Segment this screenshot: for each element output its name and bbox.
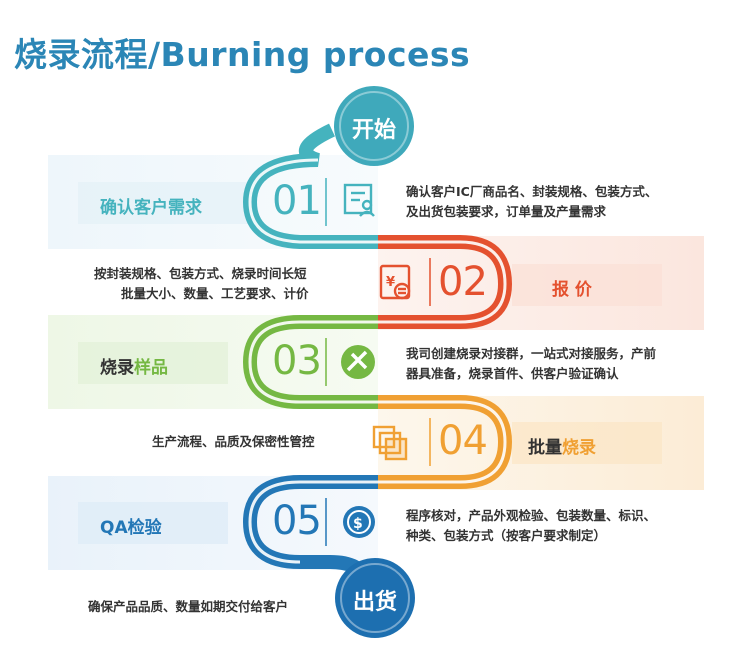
step-5-label: QA检验 bbox=[100, 518, 162, 538]
start-bubble bbox=[334, 86, 414, 166]
end-description: 确保产品品质、数量如期交付给客户 bbox=[88, 599, 289, 614]
step-5-description: 程序核对，产品外观检验、包装数量、标识、种类、包装方式（按客户要求制定） bbox=[406, 508, 657, 543]
label-box-2 bbox=[512, 264, 662, 306]
end-label: 出货 bbox=[352, 590, 397, 615]
step-4-description: 生产流程、品质及保密性管控 bbox=[152, 434, 315, 449]
step-3-description: 我司创建烧录对接群，一站式对接服务，产前器具准备，烧录首件、供客户验证确认 bbox=[406, 346, 657, 381]
step-4-label: 批量烧录 bbox=[528, 438, 596, 458]
quote-icon: ¥ bbox=[379, 264, 411, 300]
batch-icon bbox=[372, 425, 408, 461]
step-3-number: 03 bbox=[272, 338, 322, 384]
svg-text:$: $ bbox=[353, 516, 363, 532]
label-box-3 bbox=[78, 342, 228, 384]
qa-icon: $ bbox=[343, 506, 375, 538]
requirement-icon bbox=[343, 183, 375, 217]
step-1-description: 确认客户IC厂商品名、封装规格、包装方式、及出货包装要求，订单量及产量需求 bbox=[406, 184, 658, 219]
step-1-number: 01 bbox=[272, 178, 322, 224]
page-title: 烧录流程/Burning process bbox=[14, 35, 471, 74]
step-1-label: 确认客户需求 bbox=[100, 198, 202, 218]
label-box-1 bbox=[78, 182, 248, 224]
step-2-label: 报 价 bbox=[552, 280, 592, 300]
svg-text:¥: ¥ bbox=[386, 275, 395, 290]
step-4-number: 04 bbox=[438, 418, 488, 464]
step-5-number: 05 bbox=[272, 498, 322, 544]
sample-icon bbox=[341, 345, 375, 379]
start-label: 开始 bbox=[351, 118, 396, 143]
step-2-description: 按封装规格、包装方式、烧录时间长短批量大小、数量、工艺要求、计价 bbox=[94, 266, 309, 301]
label-box-4 bbox=[512, 422, 662, 464]
step-3-label: 烧录样品 bbox=[100, 358, 168, 378]
label-box-5 bbox=[78, 502, 228, 544]
end-bubble bbox=[335, 558, 415, 638]
step-2-number: 02 bbox=[438, 259, 488, 305]
